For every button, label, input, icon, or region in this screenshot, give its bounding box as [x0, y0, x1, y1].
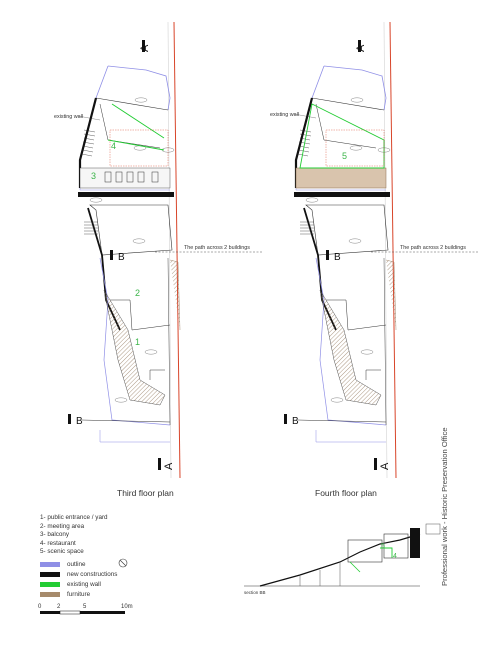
- legend-item-2: 2- meeting area: [40, 522, 85, 530]
- new-constructions-label: new constructions: [67, 571, 118, 578]
- outline-swatch: [40, 562, 60, 567]
- path-label-2: The path across 2 buildings: [400, 245, 466, 251]
- scale-tick-10m: 10m: [121, 604, 133, 610]
- section-number-5: 5: [381, 543, 385, 550]
- third-floor-caption: Third floor plan: [117, 488, 174, 498]
- section-b-label-mid: B: [118, 252, 125, 263]
- section-number-4: 4: [393, 553, 397, 560]
- legend-swatch-new-constructions: new constructions: [40, 571, 117, 578]
- section-a-label-top-2: A: [355, 44, 367, 52]
- section-b-label-bottom: B: [76, 416, 83, 427]
- path-label: The path across 2 buildings: [184, 245, 250, 251]
- legend-item-1: 1- public entrance / yard: [40, 514, 108, 521]
- scale-tick-5: 5: [83, 604, 87, 610]
- side-credit: Professional work - Historic Preservatio…: [440, 427, 449, 586]
- section-b-label-bottom-2: B: [292, 416, 299, 427]
- room-number-2: 2: [135, 288, 140, 298]
- outline-label: outline: [67, 561, 86, 568]
- furniture-swatch: [40, 592, 60, 597]
- room-number-1: 1: [135, 337, 140, 347]
- room-number-4: 4: [111, 141, 116, 151]
- existing-wall-label-2: existing wall: [270, 112, 299, 118]
- section-b-label-mid-2: B: [334, 252, 341, 263]
- legend-swatch-existing-wall: existing wall: [40, 581, 101, 588]
- room-number-5: 5: [342, 151, 347, 161]
- existing-wall-legend-label: existing wall: [67, 581, 101, 588]
- scale-tick-0: 0: [38, 604, 42, 610]
- section-a-label-top: A: [139, 44, 151, 52]
- section-a-label-bottom: A: [163, 462, 175, 470]
- fourth-floor-plan: A A B B existing wall The path across 2 …: [270, 20, 480, 480]
- section-a-label-bottom-2: A: [379, 462, 391, 470]
- existing-wall-label: existing wall: [54, 114, 83, 120]
- legend-item-3: 3- balcony: [40, 531, 70, 539]
- scale-tick-2: 2: [57, 604, 61, 610]
- section-bb-drawing: 5 4 section BB: [244, 523, 441, 595]
- legend-item-4: 4- restaurant: [40, 539, 76, 547]
- third-floor-plan: A A B B existing wall The path across 2 …: [54, 20, 264, 480]
- new-constructions-swatch: [40, 572, 60, 577]
- fourth-floor-caption: Fourth floor plan: [315, 488, 377, 498]
- legend-item-5: 5- scenic space: [40, 548, 84, 556]
- scale-bar: 0 2 5 10m: [38, 604, 133, 615]
- existing-wall-swatch: [40, 582, 60, 587]
- legend-swatch-outline: outline: [40, 561, 86, 568]
- section-caption: section BB: [244, 590, 266, 595]
- room-legend: 1- public entrance / yard 2- meeting are…: [40, 514, 108, 557]
- north-arrow-icon: [118, 558, 128, 568]
- legend-swatch-furniture: furniture: [40, 591, 90, 598]
- furniture-label: furniture: [67, 591, 91, 598]
- room-number-3: 3: [91, 171, 96, 181]
